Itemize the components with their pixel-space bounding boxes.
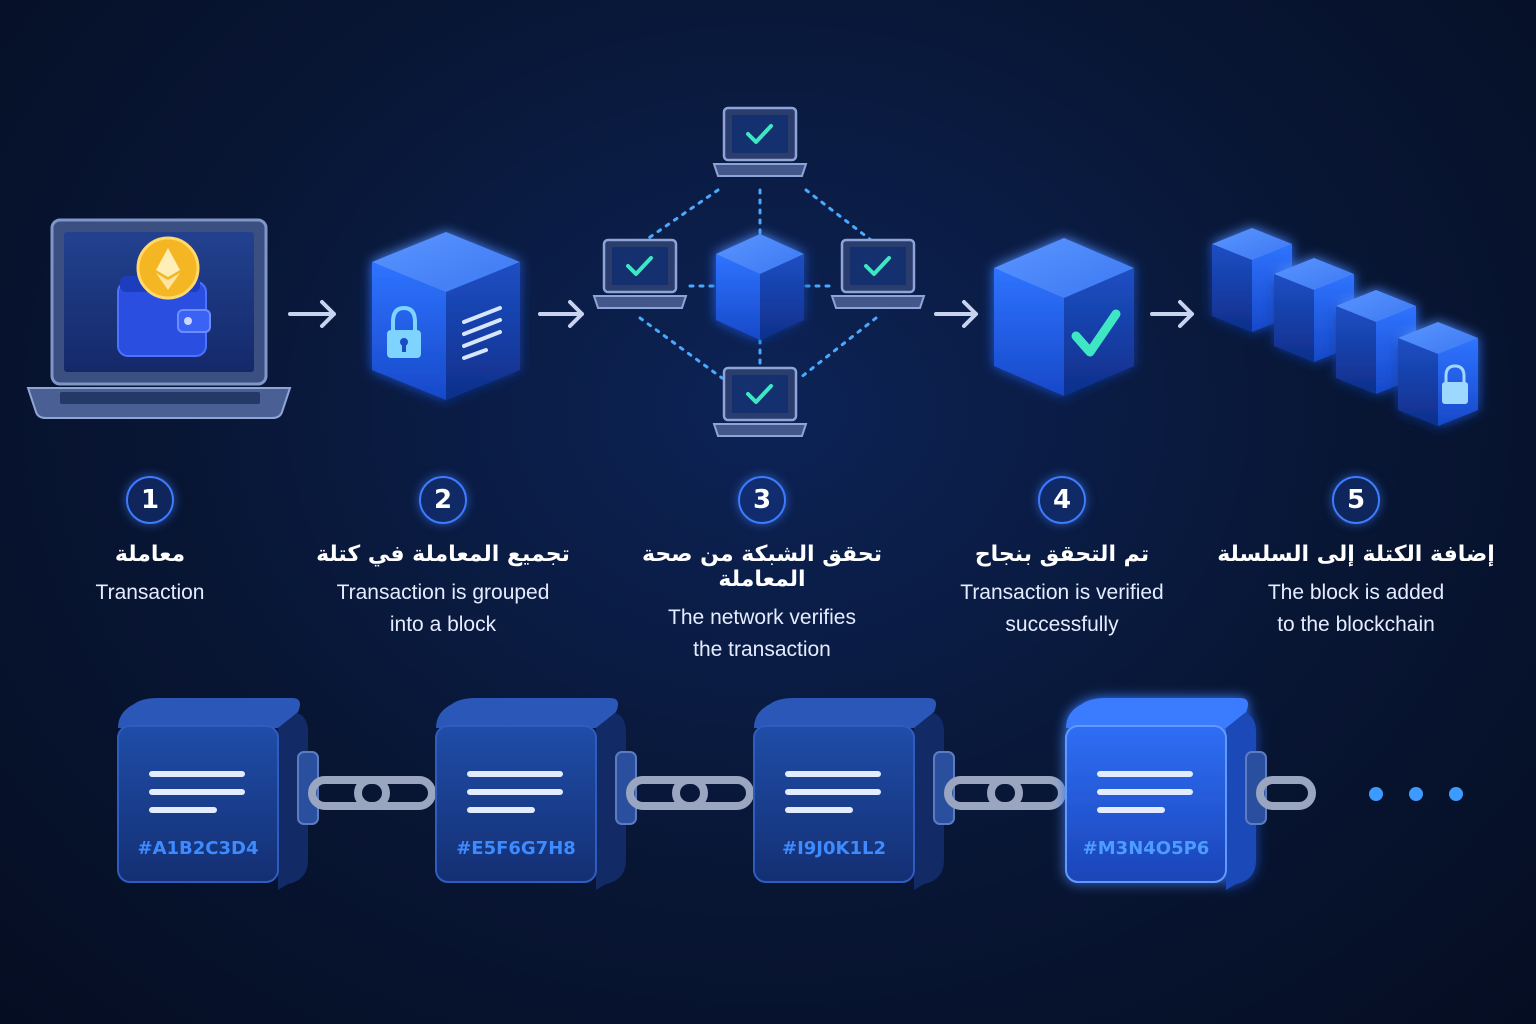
chain-link-icon bbox=[626, 776, 754, 810]
verified-node-laptop-icon bbox=[712, 366, 808, 437]
step-title-english-line: successfully bbox=[1005, 613, 1119, 636]
checkmark-icon bbox=[1071, 309, 1121, 357]
step-5: 5 إضافة الكتلة إلى السلسلة The block is ad… bbox=[1206, 476, 1506, 641]
step-number-badge: 5 bbox=[1332, 476, 1380, 524]
step-title-english-line: to the blockchain bbox=[1277, 613, 1435, 636]
step-2: 2 تجميع المعاملة في كتلة Transaction is gr… bbox=[293, 476, 593, 641]
document-lines-icon bbox=[462, 306, 502, 360]
step-title-arabic: تحقق الشبكة من صحة المعاملة bbox=[642, 542, 882, 592]
arrow-icon bbox=[288, 300, 1194, 328]
network-links bbox=[638, 188, 878, 380]
chain-block bbox=[117, 698, 308, 890]
chain-clasp-icon bbox=[1245, 751, 1267, 825]
continuation-dots-icon bbox=[1369, 787, 1463, 801]
step-title-english-line: Transaction is verified bbox=[960, 581, 1164, 604]
document-lines-icon bbox=[1097, 771, 1193, 813]
block-hash-label: #A1B2C3D4 bbox=[137, 838, 259, 859]
chain-link-icon bbox=[944, 776, 1066, 810]
chain-block bbox=[435, 698, 626, 890]
block-hash-label: #E5F6G7H8 bbox=[456, 838, 576, 859]
chain-clasp-icon bbox=[615, 751, 637, 825]
step-title-english: Transaction is grouped into a block bbox=[293, 577, 593, 641]
lock-icon bbox=[387, 305, 421, 358]
verified-node-laptop-icon bbox=[592, 238, 688, 309]
step-title-arabic: معاملة bbox=[114, 542, 186, 567]
document-lines-icon bbox=[785, 771, 881, 813]
step-title-english-line: into a block bbox=[389, 613, 497, 636]
ethereum-coin-icon bbox=[136, 236, 200, 300]
document-lines-icon bbox=[149, 771, 245, 813]
chain-clasp-icon bbox=[297, 751, 319, 825]
chain-cube-icon bbox=[1212, 228, 1292, 332]
step-4: 4 تم التحقق بنجاح Transaction is verified s… bbox=[912, 476, 1212, 641]
step-number-badge: 1 bbox=[126, 476, 174, 524]
step-title-english: The block is added to the blockchain bbox=[1206, 577, 1506, 641]
step-title-english-line: The network verifies bbox=[668, 606, 856, 629]
step-title-english: Transaction is verified successfully bbox=[912, 577, 1212, 641]
step-number-badge: 4 bbox=[1038, 476, 1086, 524]
step-3: 3 تحقق الشبكة من صحة المعاملة The network … bbox=[612, 476, 912, 666]
block-hash-label: #M3N4O5P6 bbox=[1082, 838, 1210, 859]
verified-node-laptop-icon bbox=[830, 238, 926, 309]
step-number-badge: 3 bbox=[738, 476, 786, 524]
step-title-english: The network verifies the transaction bbox=[612, 602, 912, 666]
step-title-english-line: Transaction bbox=[95, 581, 205, 604]
chain-block bbox=[753, 698, 944, 890]
wallet-laptop-icon bbox=[26, 218, 292, 419]
chain-link-icon bbox=[308, 776, 436, 810]
step-number-badge: 2 bbox=[419, 476, 467, 524]
network-center-cube-icon bbox=[716, 234, 804, 340]
chain-cube-icon bbox=[1274, 258, 1354, 362]
chain-link-icon bbox=[1256, 776, 1316, 810]
step-title-arabic: إضافة الكتلة إلى السلسلة bbox=[1217, 542, 1495, 567]
step-title-arabic: تجميع المعاملة في كتلة bbox=[316, 542, 570, 567]
block-hash-label: #I9J0K1L2 bbox=[782, 838, 886, 859]
step-title-english-line: The block is added bbox=[1267, 581, 1445, 604]
step-1: 1 معاملة Transaction bbox=[0, 476, 300, 609]
chain-block bbox=[1065, 698, 1256, 890]
step-title-arabic: تم التحقق بنجاح bbox=[974, 542, 1150, 567]
lock-icon bbox=[1442, 364, 1468, 404]
document-lines-icon bbox=[467, 771, 563, 813]
chain-clasp-icon bbox=[933, 751, 955, 825]
step-title-english-line: Transaction is grouped bbox=[336, 581, 550, 604]
chain-cube-icon bbox=[1398, 322, 1478, 426]
verified-node-laptop-icon bbox=[712, 106, 808, 177]
step-title-english-line: the transaction bbox=[693, 638, 831, 661]
step-title-english: Transaction bbox=[0, 577, 300, 609]
